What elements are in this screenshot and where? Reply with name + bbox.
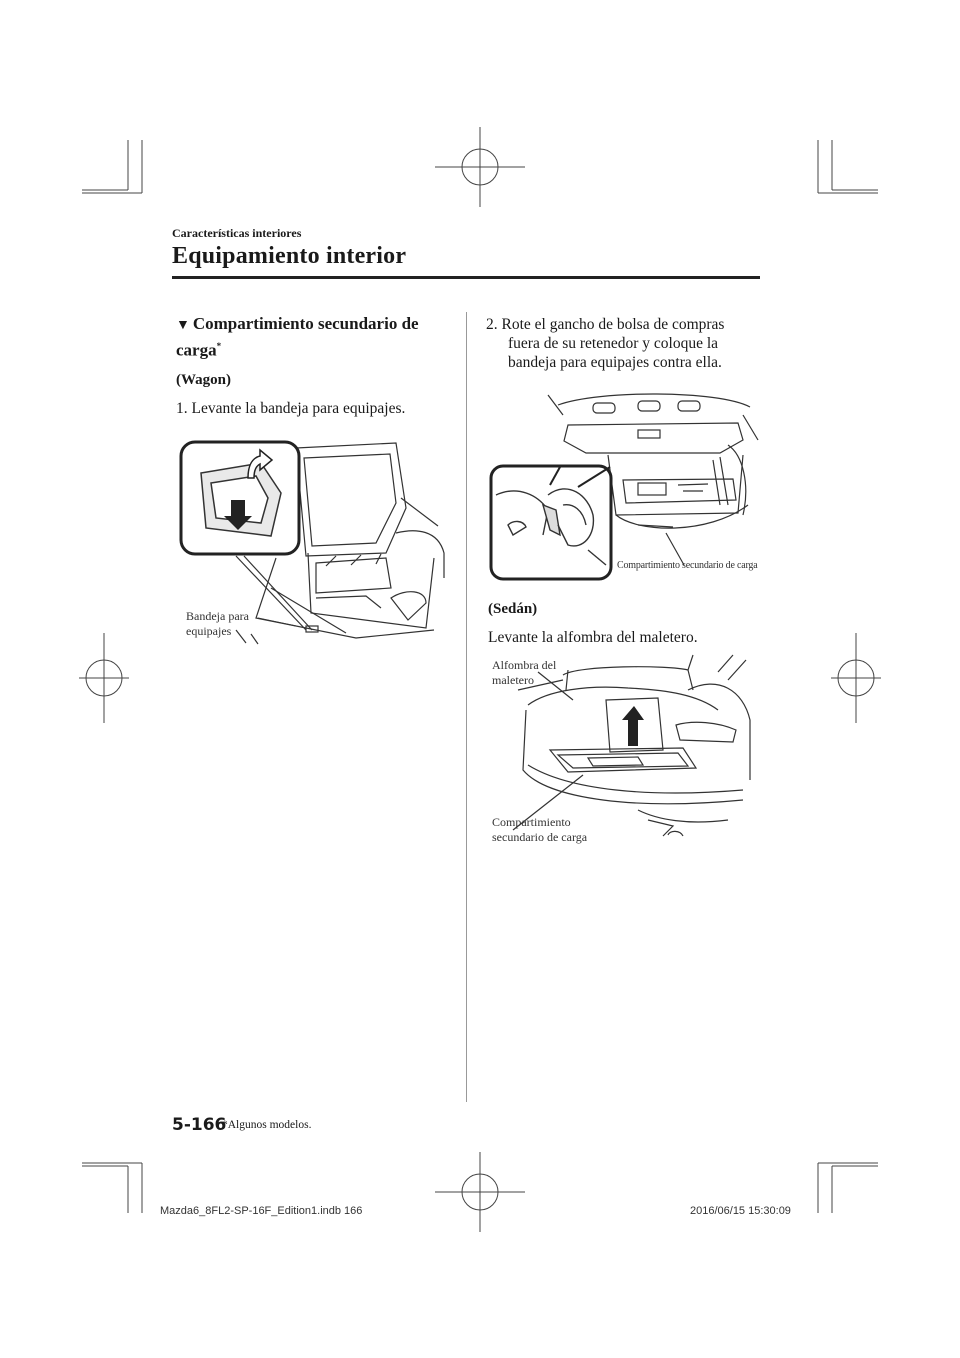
wagon-cargo-illustration <box>179 440 445 645</box>
triangle-icon: ▼ <box>176 318 190 333</box>
sedan-instruction: Levante la alfombra del maletero. <box>488 629 698 646</box>
footnote: *Algunos modelos. <box>222 1119 312 1131</box>
registration-marks <box>79 127 881 1232</box>
heading-text: Compartimiento secundario de carga <box>176 314 419 360</box>
figure3-caption-bottom: Compartimiento secundario de carga <box>492 815 588 844</box>
heading-asterisk: * <box>216 341 222 351</box>
step-2-text: 2. Rote el gancho de bolsa de compras fu… <box>486 316 725 371</box>
column-separator <box>466 312 467 1102</box>
header-rule <box>172 276 760 279</box>
figure2-caption: Compartimiento secundario de carga <box>617 560 758 571</box>
sedan-trunk-illustration <box>512 654 751 837</box>
print-file-info: Mazda6_8FL2-SP-16F_Edition1.indb 166 <box>160 1205 363 1217</box>
step-1-text: 1. Levante la bandeja para equipajes. <box>176 400 406 417</box>
figure1-caption: Bandeja para equipajes <box>186 609 249 638</box>
section-subtitle: Características interiores <box>172 226 302 240</box>
sedan-label: (Sedán) <box>488 601 538 617</box>
page-number: 5-166 <box>172 1115 227 1135</box>
figure3-caption-top: Alfombra del maletero <box>492 658 557 687</box>
print-date-info: 2016/06/15 15:30:09 <box>690 1205 791 1217</box>
wagon-label: (Wagon) <box>176 372 232 388</box>
page-title: Equipamiento interior <box>172 243 407 269</box>
section-heading: ▼Compartimiento secundario de carga* <box>176 313 436 361</box>
shopping-hook-illustration <box>489 393 759 581</box>
